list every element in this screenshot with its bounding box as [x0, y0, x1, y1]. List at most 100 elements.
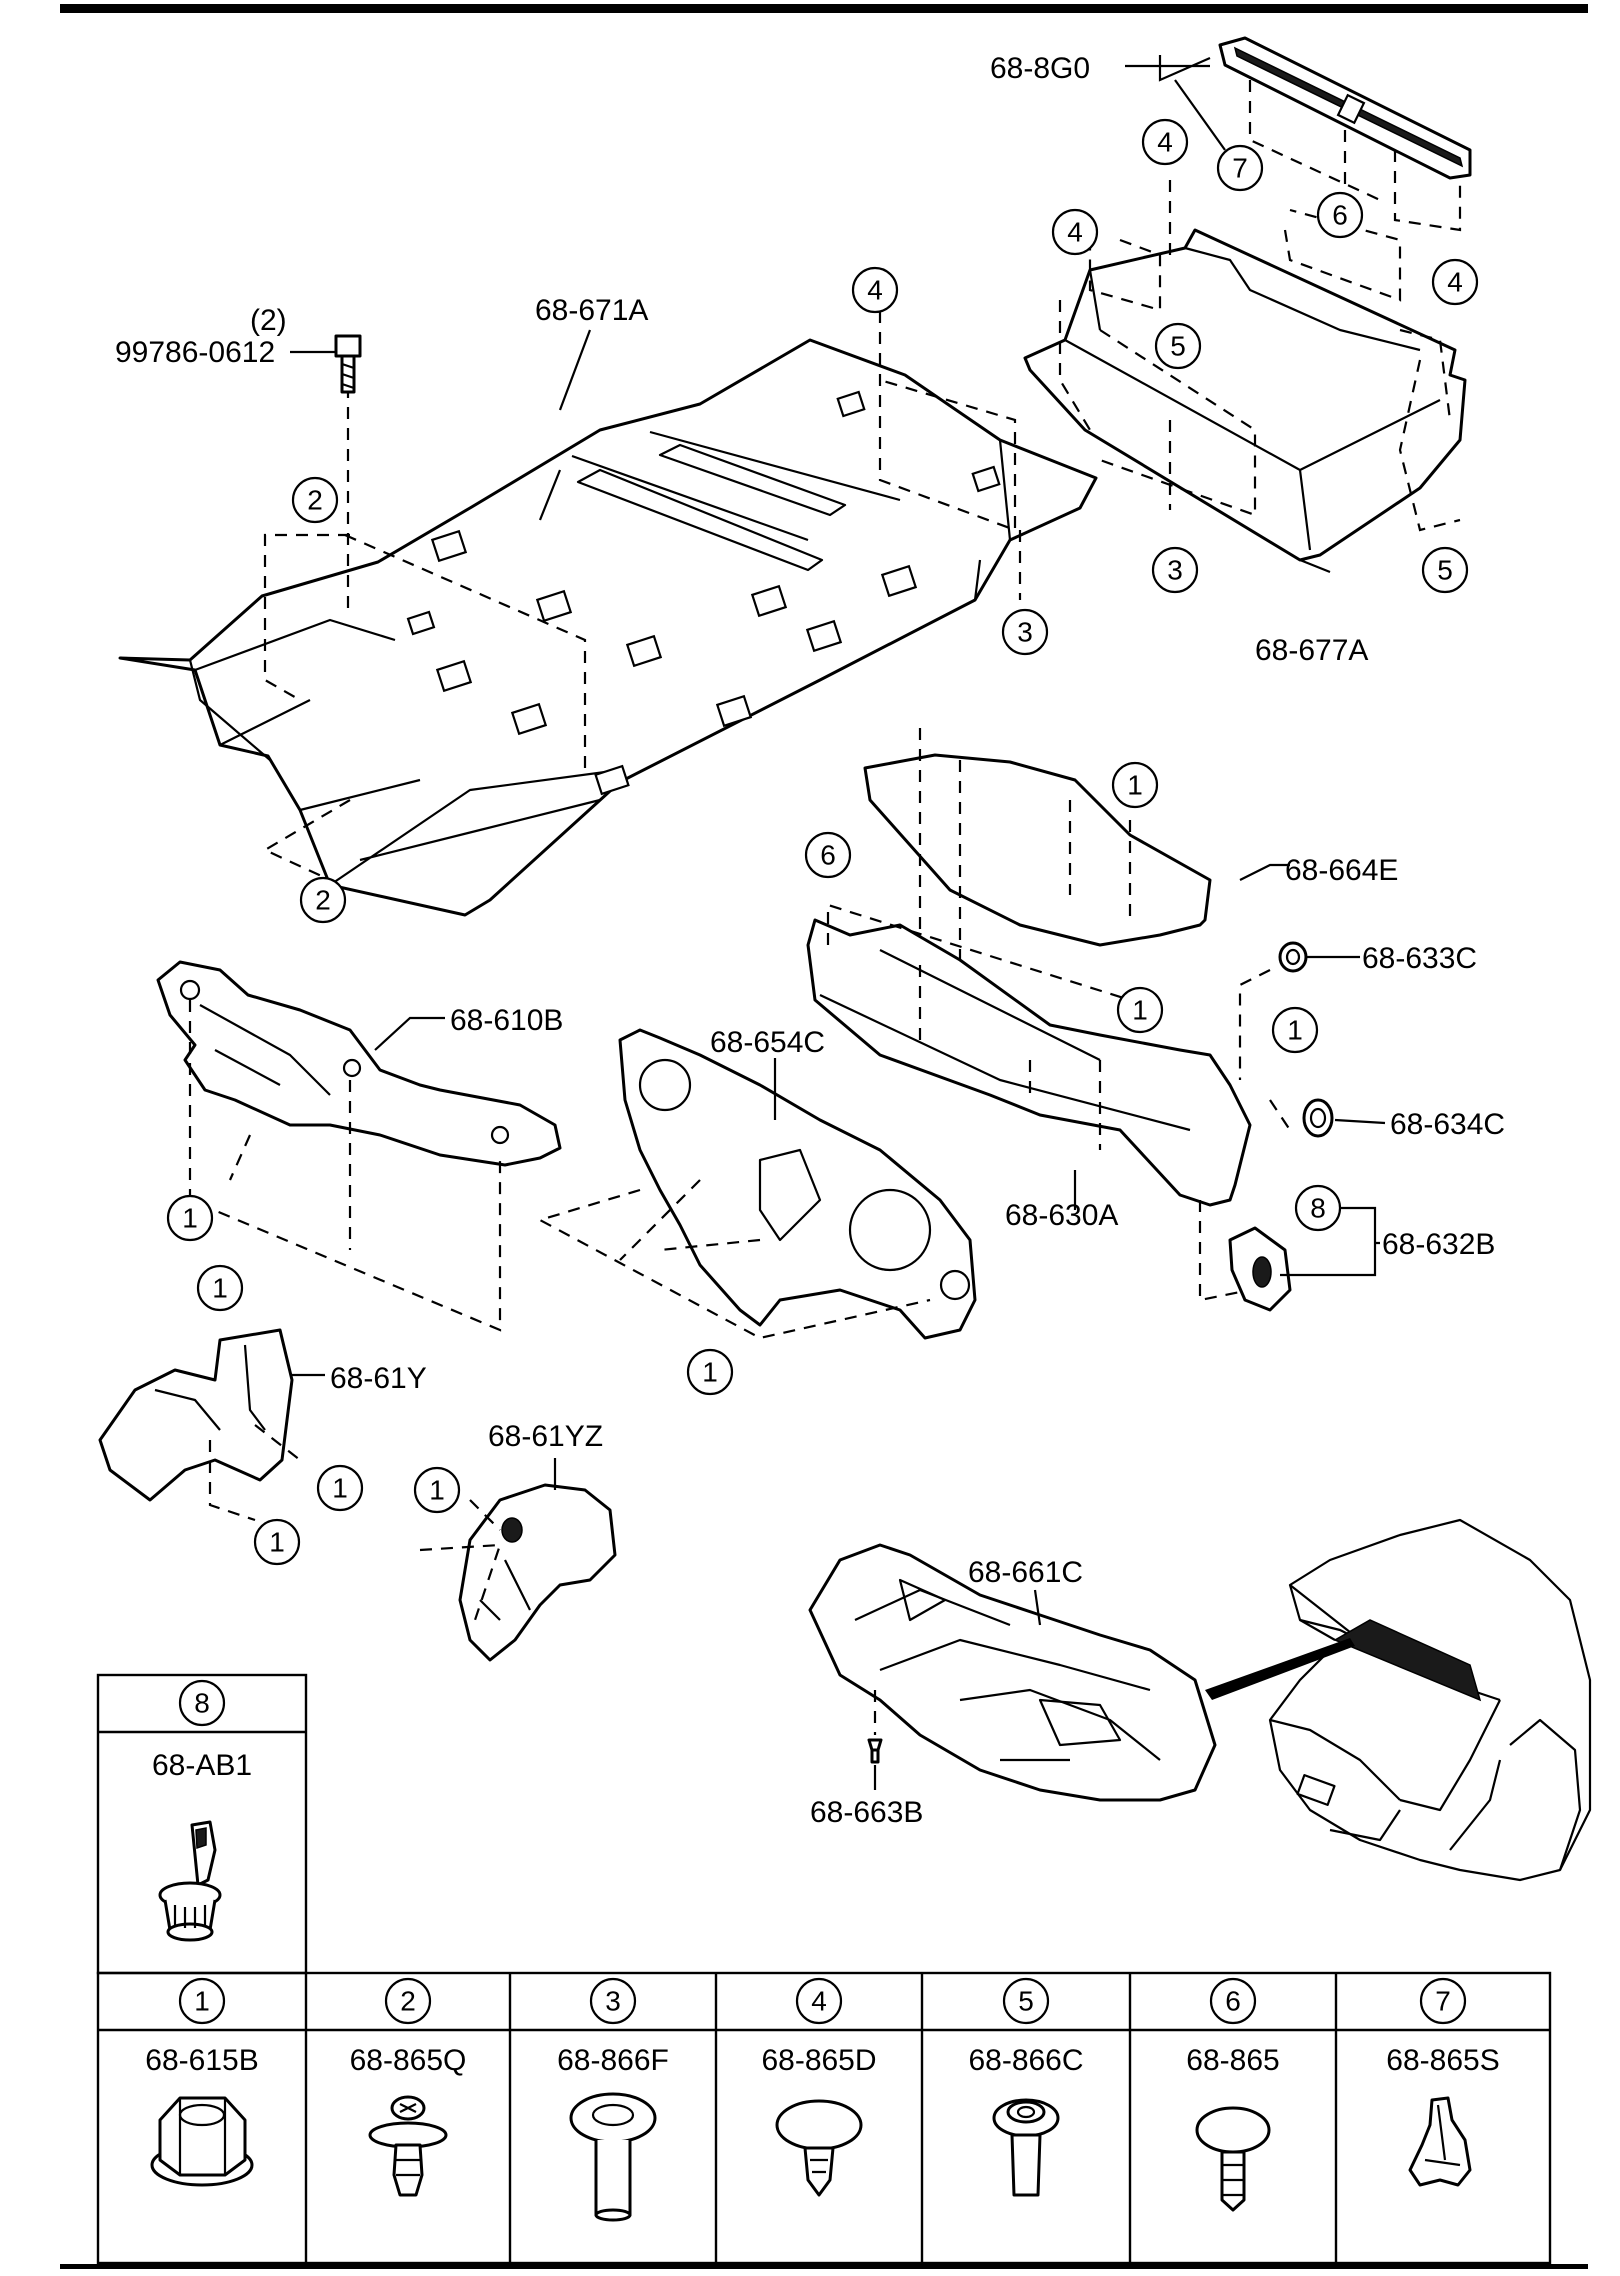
flange-nut-icon	[150, 2096, 254, 2187]
legend-8-part: 68-AB1	[152, 1749, 252, 1782]
insulator-68-664E	[863, 753, 1212, 947]
ref-circle-1: 1	[166, 1194, 214, 1242]
leader-dash	[188, 1000, 502, 1332]
leader-line	[1334, 1118, 1386, 1125]
washer-68-633C	[1278, 941, 1308, 973]
label-68-8G0: 68-8G0	[990, 52, 1090, 85]
leader-dash	[1283, 208, 1402, 302]
hood-insulator-68-661C	[808, 1543, 1217, 1802]
leader-dash	[1088, 180, 1172, 312]
label-99786-0612: 99786-0612	[115, 336, 275, 369]
grommet-icon	[569, 2092, 657, 2222]
retainer-clip-icon	[158, 1820, 222, 1942]
legend-8-index: 8	[194, 1688, 210, 1719]
svg-text:6: 6	[1332, 200, 1348, 231]
leader-dash	[419, 1499, 502, 1621]
legend-item-8-table: 8 68-AB1	[96, 1673, 308, 1975]
plastic-rivet-icon	[1195, 2106, 1271, 2212]
svg-text:5: 5	[1437, 555, 1453, 586]
leader-dash	[263, 533, 350, 701]
svg-text:3: 3	[1017, 617, 1033, 648]
leader-line	[1033, 1589, 1042, 1626]
ref-circle-1: 1	[1111, 761, 1159, 809]
ref-circle-2: 2	[299, 876, 347, 924]
svg-text:4: 4	[867, 275, 883, 306]
legend-3-index: 3	[605, 1986, 621, 2017]
legend-5-index: 5	[1018, 1986, 1034, 2017]
svg-text:8: 8	[1310, 1193, 1326, 1224]
ref-circle-1: 1	[1116, 986, 1164, 1034]
legend-6-index: 6	[1225, 1986, 1241, 2017]
svg-text:1: 1	[429, 1475, 445, 1506]
insulator-68-610B	[156, 960, 562, 1167]
svg-text:4: 4	[1447, 267, 1463, 298]
ref-circle-4: 4	[1431, 258, 1479, 306]
legend-7-part: 68-865S	[1386, 2044, 1499, 2077]
floor-insulator-68-671A	[118, 338, 1098, 917]
ref-circle-7: 7	[1216, 144, 1264, 192]
ref-circle-1: 1	[1271, 1006, 1319, 1054]
leader-dash	[1238, 969, 1291, 1131]
leader-dash	[918, 728, 1132, 965]
ref-circle-4: 4	[1141, 118, 1189, 166]
ref-circle-1: 1	[196, 1264, 244, 1312]
label-68-663B: 68-663B	[810, 1796, 923, 1829]
leader-dash	[262, 799, 351, 881]
retainer-68-632B	[1228, 1226, 1292, 1312]
svg-text:2: 2	[307, 485, 323, 516]
washer-68-634C	[1302, 1098, 1334, 1138]
svg-text:1: 1	[332, 1473, 348, 1504]
ref-circle-2: 2	[291, 476, 339, 524]
ref-circle-5: 5	[1154, 322, 1202, 370]
leader-line	[1125, 55, 1226, 151]
leader-dash	[1058, 300, 1257, 517]
push-clip-icon	[368, 2095, 448, 2197]
label-99786-qty: (2)	[250, 304, 287, 337]
svg-text:6: 6	[820, 840, 836, 871]
svg-text:2: 2	[315, 885, 331, 916]
bottom-border	[60, 2264, 1588, 2269]
label-68-671A: 68-671A	[535, 294, 648, 327]
leader-dash	[1168, 359, 1461, 532]
leader-line	[1239, 863, 1290, 881]
ref-circle-4: 4	[1051, 208, 1099, 256]
svg-text:1: 1	[269, 1527, 285, 1558]
ref-circle-1: 1	[413, 1466, 461, 1514]
ref-circle-6: 6	[804, 831, 852, 879]
leader-line	[1280, 1206, 1380, 1277]
bolt-icon	[334, 334, 362, 394]
legend-1-index: 1	[194, 1986, 210, 2017]
legend-3-part: 68-866F	[557, 2044, 669, 2077]
ref-circle-1: 1	[686, 1348, 734, 1396]
package-tray-68-8G0	[1218, 36, 1472, 180]
insulator-68-654C	[618, 1028, 977, 1340]
legend-2-index: 2	[400, 1986, 416, 2017]
svg-text:1: 1	[1127, 770, 1143, 801]
car-hood-illustration	[1268, 1518, 1592, 1882]
spring-clip-icon	[1408, 2096, 1472, 2187]
leader-dash	[1198, 1200, 1251, 1302]
legend-6-part: 68-865	[1186, 2044, 1279, 2077]
ref-circle-1: 1	[253, 1518, 301, 1566]
leader-dash	[537, 1179, 931, 1340]
label-68-610B: 68-610B	[450, 1004, 563, 1037]
label-68-61YZ: 68-61YZ	[488, 1420, 603, 1453]
insulator-68-61YZ	[458, 1483, 617, 1662]
leader-line	[1299, 558, 1331, 574]
ref-circle-5: 5	[1421, 546, 1469, 594]
svg-text:4: 4	[1157, 127, 1173, 158]
svg-text:1: 1	[1132, 995, 1148, 1026]
legend-2-part: 68-865Q	[350, 2044, 467, 2077]
svg-text:3: 3	[1167, 555, 1183, 586]
fastener-legend-table: 1 68-615B 2 68-865Q 3 68-866F	[96, 1971, 1552, 2265]
svg-text:1: 1	[702, 1357, 718, 1388]
leader-dash	[208, 1424, 301, 1522]
leader-dash	[344, 533, 587, 770]
screw-grommet-icon	[992, 2098, 1060, 2197]
insulator-68-61Y	[98, 1328, 294, 1502]
leader-line	[558, 329, 592, 411]
label-68-661C: 68-661C	[968, 1556, 1083, 1589]
svg-text:1: 1	[212, 1273, 228, 1304]
legend-4-index: 4	[811, 1986, 827, 2017]
